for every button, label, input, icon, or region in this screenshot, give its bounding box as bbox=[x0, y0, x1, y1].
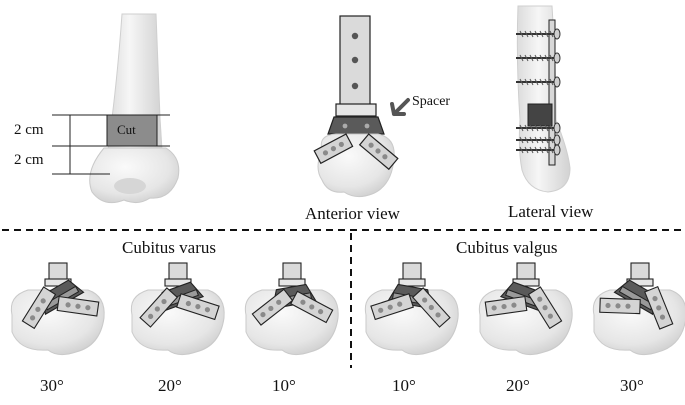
correction-construct bbox=[592, 262, 685, 356]
upper-plate bbox=[402, 262, 422, 282]
spacer-plate bbox=[278, 278, 306, 287]
upper-plate bbox=[282, 262, 302, 282]
plate-screw-hole bbox=[351, 32, 359, 40]
spacer-arrow bbox=[390, 98, 410, 116]
cut-label: Cut bbox=[117, 122, 136, 137]
lateral-screw bbox=[516, 144, 561, 156]
limb-plate-left bbox=[484, 295, 528, 317]
humerus-cut-diagram bbox=[52, 13, 180, 204]
upper-plate bbox=[630, 262, 650, 282]
limb-plate-right bbox=[411, 287, 451, 328]
angle-label: 30° bbox=[620, 376, 644, 395]
limb-plate-right bbox=[176, 293, 220, 321]
spacer-plate bbox=[335, 103, 377, 117]
correction-construct bbox=[130, 262, 225, 356]
limb-plate-left bbox=[599, 297, 641, 315]
upper-plate bbox=[516, 262, 536, 282]
anterior-limb-plate-left bbox=[313, 133, 354, 165]
limb-plate-right bbox=[290, 290, 334, 324]
limb-plate-right bbox=[527, 286, 563, 330]
spacer-plate bbox=[398, 278, 426, 287]
angle-label: 10° bbox=[392, 376, 416, 395]
wedge-screw bbox=[364, 123, 370, 129]
correction-row bbox=[10, 262, 685, 356]
cut-block bbox=[106, 114, 158, 147]
plate-screw-hole bbox=[351, 56, 359, 64]
limb-plate-left bbox=[370, 293, 414, 321]
cubitus-valgus-title: Cubitus valgus bbox=[456, 238, 558, 257]
humerus-distal-end bbox=[89, 147, 180, 204]
spacer-wedge bbox=[327, 116, 385, 135]
anterior-view-label: Anterior view bbox=[305, 204, 400, 223]
angle-label: 10° bbox=[272, 376, 296, 395]
lateral-screw bbox=[516, 52, 561, 64]
correction-construct bbox=[244, 262, 339, 356]
lateral-screws bbox=[516, 28, 561, 156]
limb-plate-left bbox=[139, 287, 179, 328]
spacer-wedge bbox=[613, 279, 657, 316]
angle-label: 30° bbox=[40, 376, 64, 395]
angle-label: 20° bbox=[506, 376, 530, 395]
dimension-upper-label: 2 cm bbox=[14, 122, 44, 138]
limb-plate-right bbox=[56, 295, 100, 317]
correction-construct bbox=[364, 262, 459, 356]
angle-label: 20° bbox=[158, 376, 182, 395]
upper-plate bbox=[48, 262, 68, 282]
limb-plate-left bbox=[21, 286, 57, 330]
limb-plate-left bbox=[251, 288, 294, 326]
dimension-lower-label: 2 cm bbox=[14, 152, 44, 168]
correction-construct bbox=[10, 262, 105, 356]
plate-screw-hole bbox=[351, 82, 359, 90]
lateral-view-label: Lateral view bbox=[508, 202, 594, 221]
lateral-screw bbox=[516, 76, 561, 88]
limb-plate-right bbox=[644, 285, 674, 330]
anterior-limb-plate-right bbox=[358, 133, 399, 171]
spacer-label: Spacer bbox=[412, 94, 451, 109]
correction-construct bbox=[478, 262, 573, 356]
lateral-plate bbox=[548, 19, 556, 166]
lateral-view-diagram bbox=[516, 5, 571, 193]
lateral-screw bbox=[516, 122, 561, 134]
anterior-view-diagram bbox=[313, 15, 410, 198]
cubitus-varus-title: Cubitus varus bbox=[122, 238, 216, 257]
wedge-screw bbox=[342, 123, 348, 129]
humerus-condyle-shadow bbox=[114, 178, 146, 194]
lateral-screw bbox=[516, 28, 561, 40]
lateral-spacer bbox=[527, 103, 553, 127]
upper-plate bbox=[168, 262, 188, 282]
